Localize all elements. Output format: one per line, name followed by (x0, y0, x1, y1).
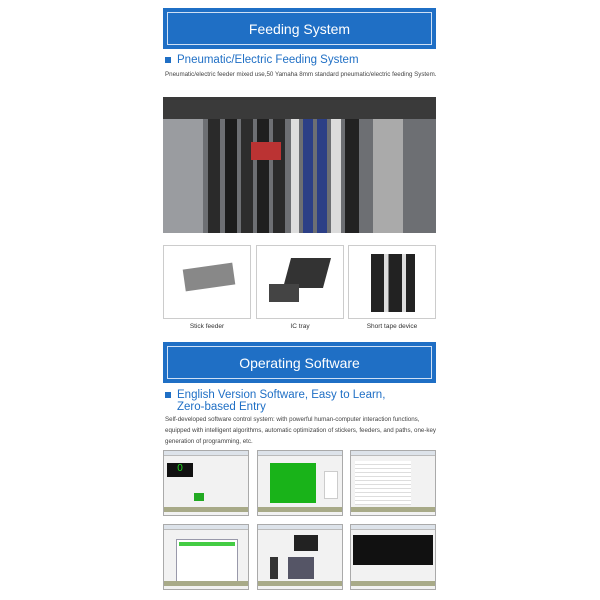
feeding-description: Pneumatic/electric feeder mixed use,50 Y… (165, 71, 437, 78)
caption: Short tape device (366, 323, 418, 330)
software-screenshot-camera (350, 524, 436, 590)
banner-title: Operating Software (167, 346, 432, 379)
software-description: Self-developed software control system: … (165, 416, 437, 445)
feeding-system-banner: Feeding System (163, 8, 436, 49)
section-heading: English Version Software, Easy to Learn,… (165, 389, 395, 413)
feeder-photo (163, 97, 436, 233)
software-screenshot-dialog (163, 524, 249, 590)
square-bullet-icon (165, 392, 171, 398)
section-heading: Pneumatic/Electric Feeding System (165, 54, 359, 66)
caption: IC tray (290, 323, 310, 330)
heading-text: Pneumatic/Electric Feeding System (177, 54, 359, 66)
caption: Stick feeder (189, 323, 225, 330)
heading-text: English Version Software, Easy to Learn,… (177, 389, 386, 413)
short-tape-device-image (348, 245, 436, 319)
counter-display: 0 (167, 463, 193, 477)
stick-feeder-image (163, 245, 251, 319)
software-screenshot-counter: 0 (163, 450, 249, 516)
ic-tray-image (256, 245, 344, 319)
banner-title: Feeding System (167, 12, 432, 45)
square-bullet-icon (165, 57, 171, 63)
software-screenshot-board (257, 450, 343, 516)
operating-software-banner: Operating Software (163, 342, 436, 383)
software-screenshot-table (350, 450, 436, 516)
software-screenshot-tray (257, 524, 343, 590)
